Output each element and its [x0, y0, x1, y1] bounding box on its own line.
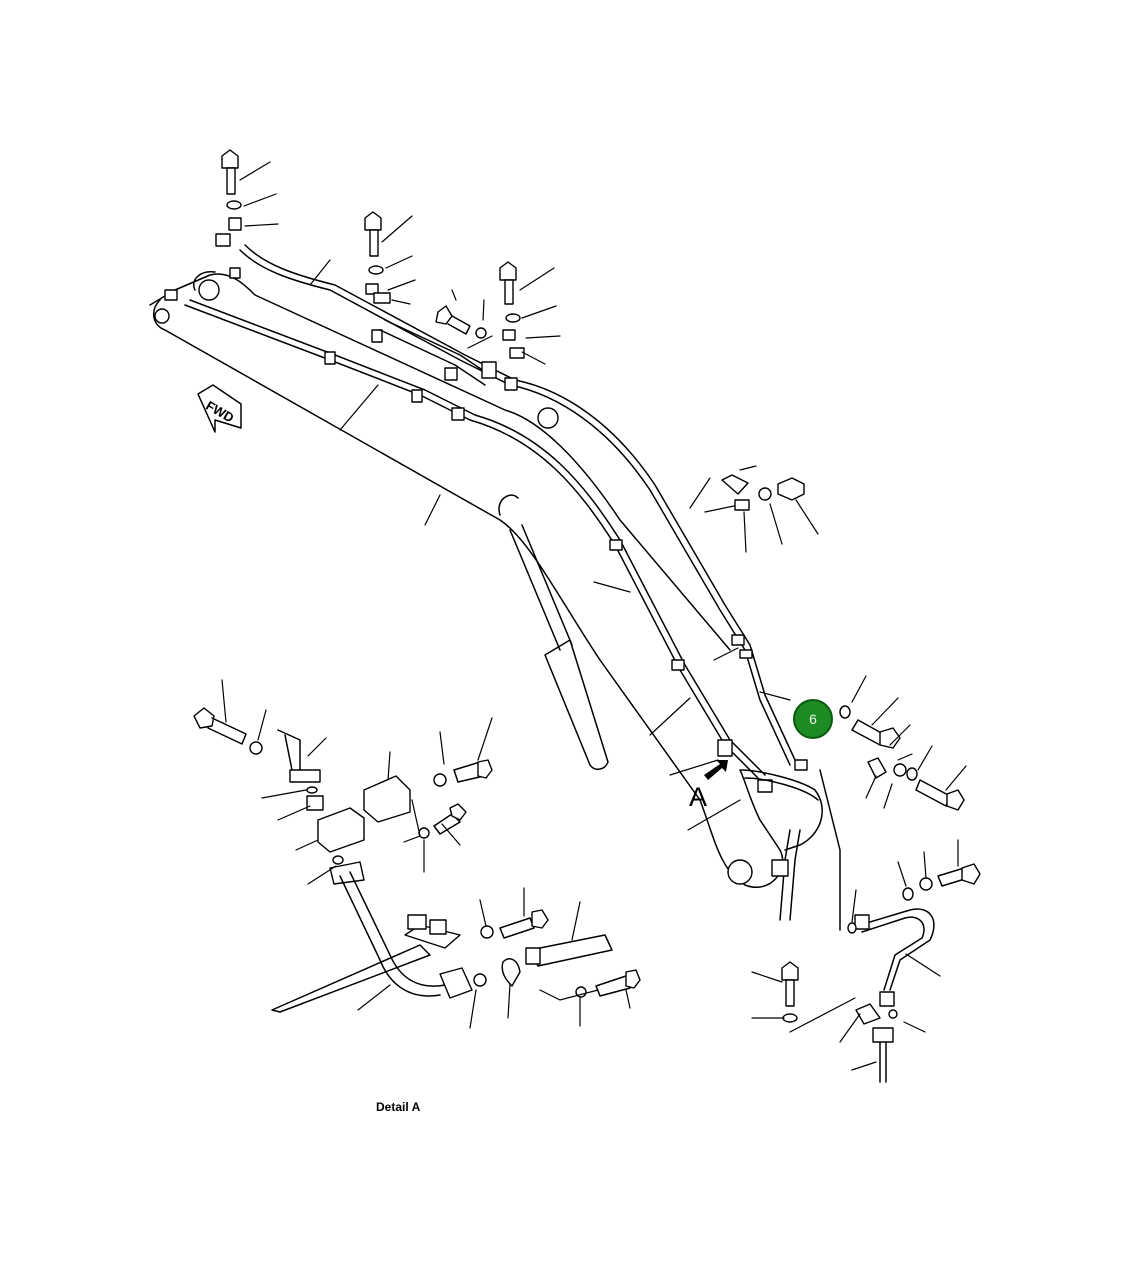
detail-a-parts [193, 707, 641, 1013]
right-hardware [721, 474, 965, 811]
leader-lines [221, 161, 967, 1071]
callout-6-number: 6 [809, 711, 817, 727]
boom-cylinder [498, 494, 609, 770]
callout-6[interactable]: 6 [793, 699, 833, 739]
line-clamps [164, 267, 808, 793]
view-marker-a: A [689, 782, 708, 812]
boom [149, 271, 784, 888]
fwd-arrow: FWD [197, 384, 242, 433]
lower-right-detail [781, 863, 981, 1083]
detail-caption: Detail A [376, 1100, 421, 1114]
detail-a-lines [739, 769, 841, 931]
view-arrow [704, 760, 728, 780]
hydraulic-lines [184, 244, 796, 781]
upper-hardware [215, 149, 525, 386]
